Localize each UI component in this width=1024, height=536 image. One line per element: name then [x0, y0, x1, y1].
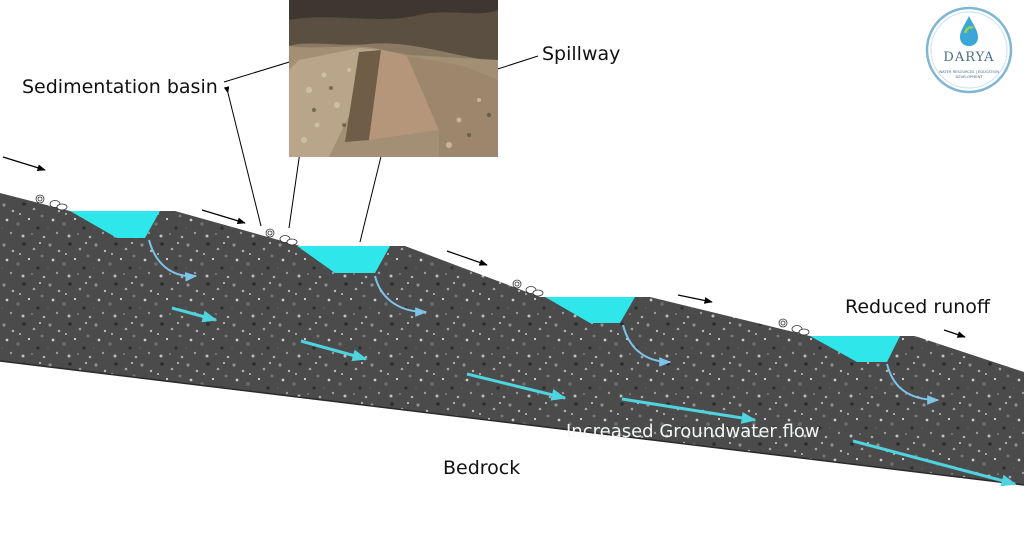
infiltration-arrow-icon	[622, 324, 672, 367]
basin-3-water	[545, 297, 635, 323]
groundwater-arrow-icon	[852, 439, 1017, 487]
logo-name: DARYA	[943, 50, 995, 65]
groundwater-arrow-icon	[466, 372, 567, 401]
soil-cross-section	[0, 193, 1024, 485]
label-spillway: Spillway	[542, 43, 621, 65]
basin-photo	[289, 0, 498, 157]
stones-icon	[512, 279, 544, 297]
label-sedimentation-basin: Sedimentation basin	[22, 76, 218, 98]
darya-logo: DARYA WATER RESOURCES | EDUCATION DEVELO…	[924, 4, 1014, 96]
water-drop-icon	[960, 16, 978, 46]
label-bedrock: Bedrock	[443, 457, 521, 479]
runoff-arrow-icon	[201, 209, 246, 225]
groundwater-arrow-icon	[171, 306, 218, 323]
groundwater-arrow-icon	[300, 339, 368, 362]
infiltration-arrow-icon	[148, 239, 198, 282]
infiltration-arrow-icon	[374, 275, 428, 317]
basin-4-water	[810, 336, 900, 362]
stones-icon	[265, 228, 298, 246]
runoff-arrow-icon	[2, 156, 46, 171]
stones-icon	[35, 194, 68, 211]
groundwater-arrow-icon	[621, 397, 757, 424]
label-increased-groundwater-flow: Increased Groundwater flow	[566, 421, 820, 442]
bedrock-boundary	[0, 360, 1024, 486]
pointer-sed-to-basin	[223, 86, 262, 227]
logo-tagline: WATER RESOURCES | EDUCATION DEVELOPMENT	[938, 70, 1000, 79]
runoff-arrow-icon	[446, 250, 488, 266]
infiltration-arrow-icon	[886, 363, 940, 405]
runoff-arrow-icon	[677, 294, 713, 304]
basin-1-water	[70, 211, 160, 238]
label-reduced-runoff: Reduced runoff	[845, 296, 990, 318]
basin-2-water	[297, 246, 390, 273]
runoff-arrow-icon	[943, 329, 966, 338]
stones-icon	[778, 318, 810, 336]
logo-emblem	[925, 6, 1013, 94]
